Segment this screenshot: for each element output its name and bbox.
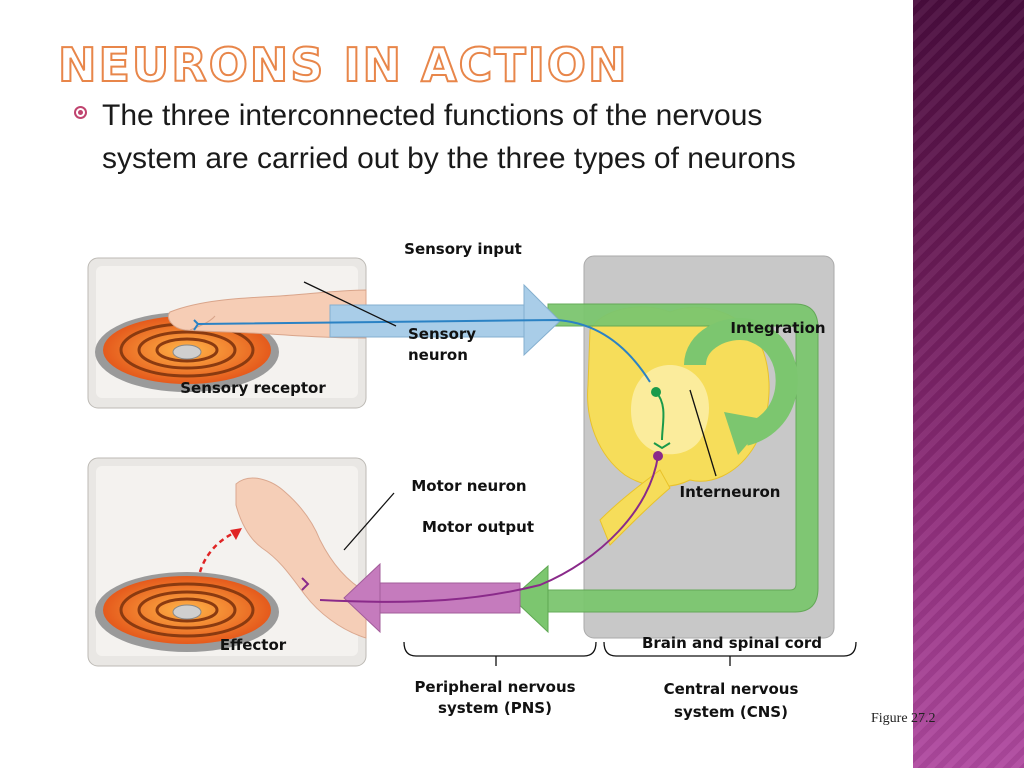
label-sensory-neuron-line1: Sensory (408, 325, 476, 343)
slide-title: Neurons in Action (57, 37, 629, 93)
hand-withdrawn (235, 477, 367, 639)
sensory-neuron-path (197, 318, 651, 383)
label-interneuron: Interneuron (680, 483, 781, 501)
label-cns-line1: Central nervous (664, 680, 799, 698)
decorative-side-band (913, 0, 1024, 768)
stove-burner-bottom (95, 572, 279, 652)
label-motor-output: Motor output (422, 518, 534, 536)
label-effector: Effector (220, 636, 287, 654)
label-brain-spinal-cord: Brain and spinal cord (642, 634, 822, 652)
pns-bracket (403, 641, 597, 657)
label-motor-neuron: Motor neuron (411, 477, 526, 495)
spinal-cord-section (587, 306, 770, 546)
motor-output-arrow (343, 562, 521, 634)
stove-burner-top (95, 312, 279, 392)
motor-neuron-path (319, 455, 659, 603)
label-integration: Integration (730, 319, 825, 337)
hand-reaching (167, 289, 367, 339)
label-cns-line2: system (CNS) (674, 703, 788, 721)
effector-panel (87, 457, 367, 667)
withdrawal-arrow-icon (198, 530, 237, 573)
integration-arrow (511, 303, 819, 634)
label-pns-line1: Peripheral nervous (414, 678, 575, 696)
figure-reference: Figure 27.2 (871, 711, 936, 726)
label-sensory-receptor: Sensory receptor (180, 379, 326, 397)
label-pns-line2: system (PNS) (438, 699, 552, 717)
label-sensory-input: Sensory input (404, 240, 522, 258)
sensory-receptor-panel (87, 257, 367, 409)
label-sensory-neuron-line2: neuron (408, 346, 468, 364)
bullet-icon (74, 106, 87, 119)
bullet-text: The three interconnected functions of th… (102, 99, 796, 175)
